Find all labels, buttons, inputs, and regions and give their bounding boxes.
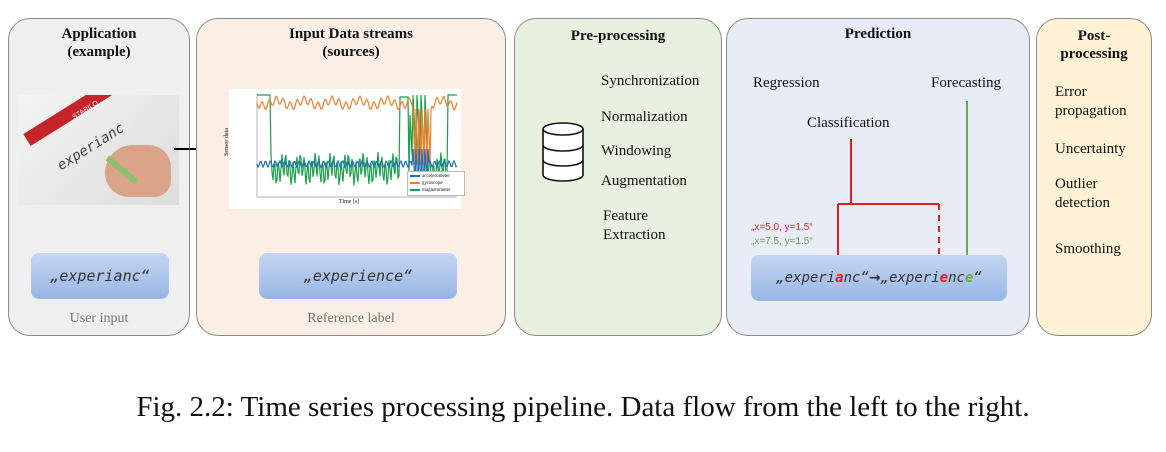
coordinate-green: „x=7.5, y=1.5“ [751, 236, 813, 247]
user-input-label: User input [69, 311, 129, 326]
post-item-uncertainty: Uncertainty [1055, 141, 1126, 157]
post-item-outlier-detection: Outlier detection [1055, 176, 1110, 211]
coordinate-red: „x=5.0, y=1.5“ [751, 222, 813, 233]
application-panel: Application (example) STABILO experianc … [8, 18, 190, 336]
sensor-chart: Sensor data Time [s] accelerometer gyros… [224, 89, 465, 209]
letter-e-red: e [939, 270, 949, 286]
post-item-error-propagation: Error propagation [1055, 84, 1127, 119]
letter-a: a [835, 270, 844, 286]
preprocessing-title: Pre-processing [570, 28, 666, 44]
user-input-pill: „experianc“ [31, 253, 169, 299]
handwriting-photo: STABILO experianc [19, 95, 179, 205]
reference-label-pill: „experience“ [259, 253, 457, 299]
classification-label: Classification [807, 115, 890, 131]
chart-legend: accelerometer gyroscope magnetometer [407, 171, 465, 196]
letter-e-green: e [964, 270, 974, 286]
reference-label-text: Reference label [307, 311, 395, 326]
chart-ylabel: Sensor data [223, 128, 230, 156]
preprocessing-item-feature-extraction: Feature Extraction [603, 208, 666, 243]
chart-xlabel: Time [s] [339, 199, 360, 205]
post-item-smoothing: Smoothing [1055, 241, 1121, 257]
prediction-title: Prediction [844, 26, 912, 42]
application-title: Application (example) [61, 26, 137, 60]
preprocessing-item-synchronization: Synchronization [601, 73, 700, 89]
hand-shape [105, 145, 171, 197]
input-data-panel: Input Data streams (sources) Sensor data… [196, 18, 506, 336]
postprocessing-panel: Post- processing Error propagation Uncer… [1036, 18, 1152, 336]
transition-arrow: → [868, 270, 881, 286]
database-icon [542, 122, 584, 182]
prediction-panel: Prediction Regression Forecasting Classi… [726, 18, 1030, 336]
preprocessing-item-normalization: Normalization [601, 109, 688, 125]
legend-magnetometer: magnetometer [410, 187, 462, 194]
gyroscope-trace [256, 94, 458, 166]
regression-label: Regression [753, 75, 820, 91]
preprocessing-item-augmentation: Augmentation [601, 173, 687, 189]
sensor-chart-svg [256, 93, 458, 198]
legend-gyroscope: gyroscope [410, 180, 462, 187]
legend-accelerometer: accelerometer [410, 173, 462, 180]
preprocessing-panel: Pre-processing Synchronization Normaliza… [514, 18, 722, 336]
input-data-title: Input Data streams (sources) [289, 26, 413, 60]
forecasting-label: Forecasting [931, 75, 1001, 91]
postprocessing-title: Post- processing [1060, 28, 1128, 62]
preprocessing-item-windowing: Windowing [601, 143, 672, 159]
figure-caption: Fig. 2.2: Time series processing pipelin… [136, 391, 1030, 423]
